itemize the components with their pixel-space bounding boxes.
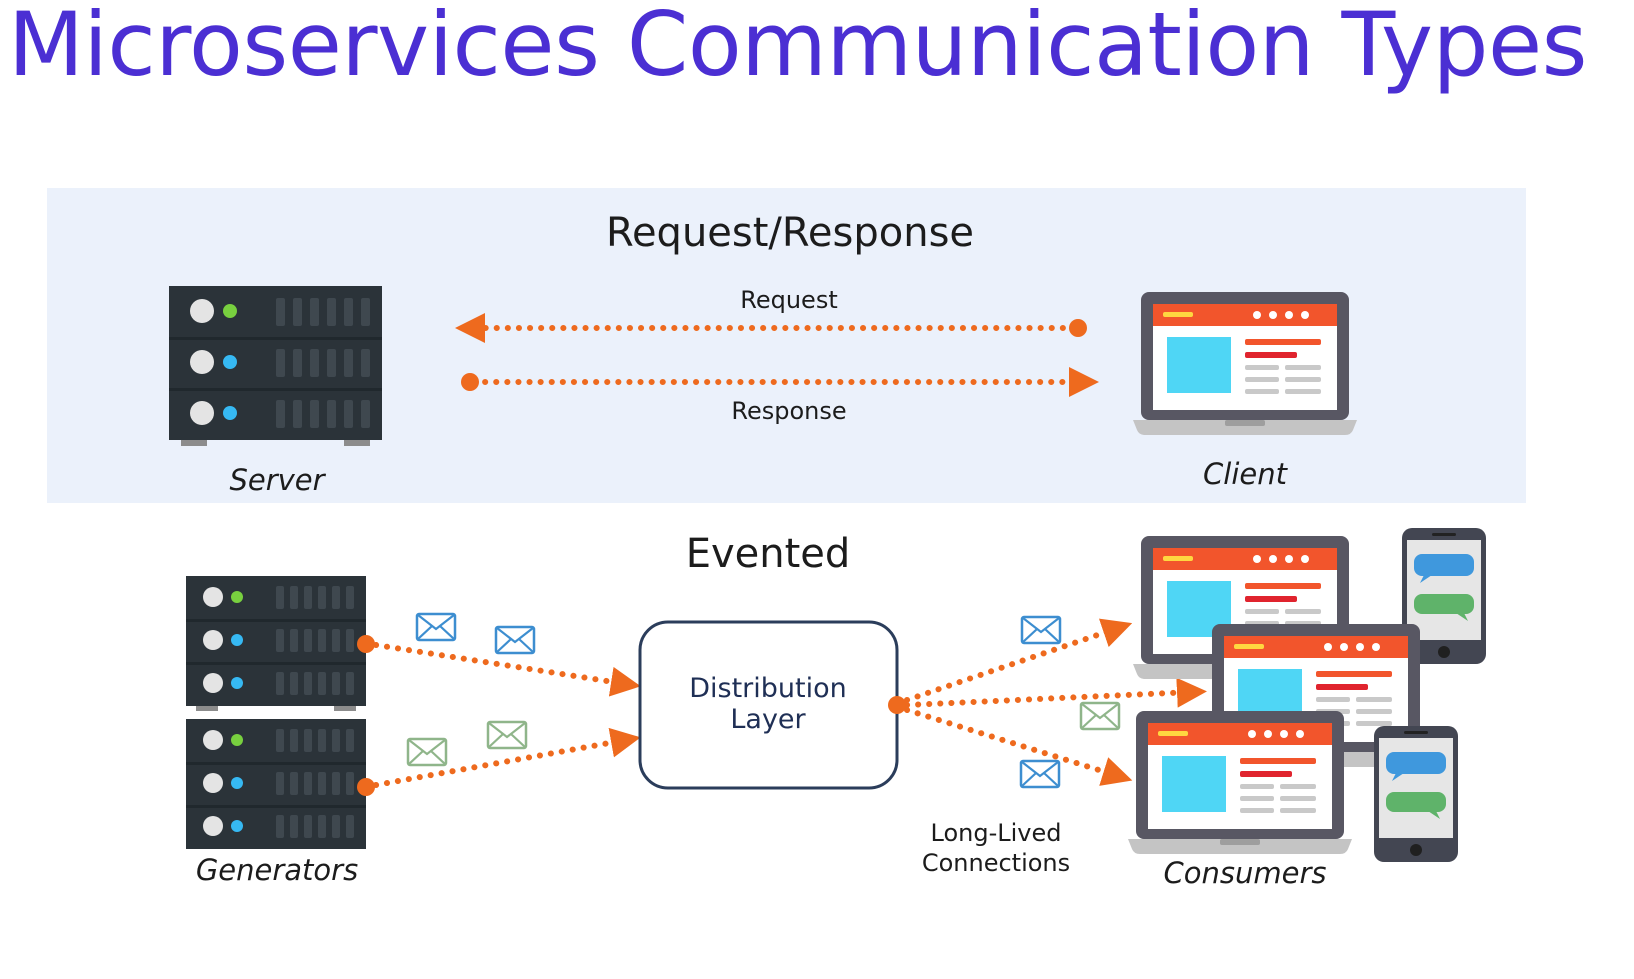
envelope-icon [1019,759,1061,789]
request-label: Request [740,286,838,314]
generator-1-arrow [373,642,641,697]
envelope-icon [406,737,448,767]
generators-label: Generators [196,853,358,887]
consumer-2-arrow [904,677,1207,708]
response-origin-dot [461,373,479,391]
envelope-icon [486,720,528,750]
response-label: Response [731,397,846,425]
laptop-icon [1133,292,1357,435]
distribution-layer-line1: Distribution [689,673,847,704]
phone-icon [1374,726,1458,862]
evented-heading: Evented [686,531,851,577]
consumers-label: Consumers [1164,856,1327,890]
envelope-icon [1079,701,1121,731]
generator-2-dot [357,778,375,796]
server-label: Server [229,463,326,497]
request-origin-dot [1069,319,1087,337]
distribution-output-dot [888,696,906,714]
client-label: Client [1203,457,1289,491]
laptop-icon [1128,711,1352,854]
consumer-3-arrow [904,707,1133,786]
server-icon [186,576,366,711]
generator-1-dot [357,635,375,653]
page-title: Microservices Communication Types [8,0,1587,96]
consumer-1-arrow [904,618,1133,703]
distribution-layer-line2: Layer [730,704,806,735]
envelope-icon [415,612,457,642]
envelope-icon [1020,615,1062,645]
generator-2-arrow [373,727,641,788]
long-lived-line1: Long-Lived [931,819,1062,847]
long-lived-line2: Connections [922,849,1070,877]
server-icon [186,719,366,849]
server-icon [169,286,382,446]
envelope-icon [494,625,536,655]
request-response-heading: Request/Response [606,210,974,256]
